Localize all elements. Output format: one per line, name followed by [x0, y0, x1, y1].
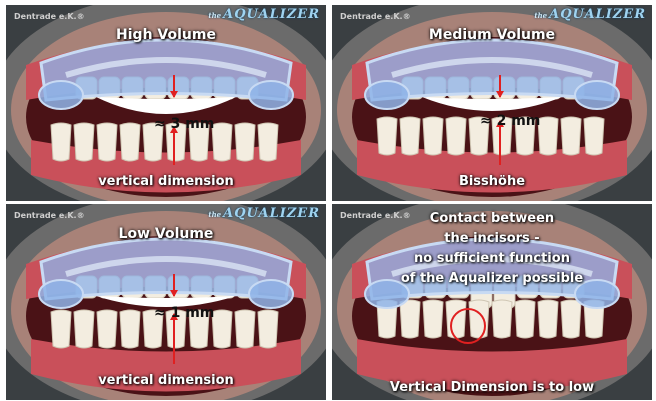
lower-tooth	[377, 117, 397, 155]
lower-tooth	[120, 310, 140, 348]
lower-tooth	[235, 123, 255, 161]
panel-title: Medium Volume	[332, 27, 652, 43]
splint-left-pad	[39, 81, 83, 109]
company-label: Dentrade e.K.®	[14, 211, 85, 220]
lower-tooth	[538, 117, 558, 155]
panel-title: Low Volume	[6, 226, 326, 242]
lower-tooth	[561, 117, 581, 155]
company-label: Dentrade e.K.®	[340, 12, 411, 21]
lower-tooth	[212, 123, 232, 161]
lower-tooth	[515, 300, 535, 338]
lower-tooth	[74, 123, 94, 161]
panel-incisor-contact: Dentrade e.K.® Contact between the incis…	[332, 204, 652, 400]
note-line: no sufficient function	[332, 249, 652, 269]
dimension-label: vertical dimension	[6, 373, 326, 388]
splint-left-pad	[39, 280, 83, 308]
lower-tooth	[97, 123, 117, 161]
lower-tooth	[258, 123, 278, 161]
splint-right-pad	[575, 81, 619, 109]
lower-tooth	[120, 123, 140, 161]
lower-tooth	[51, 310, 71, 348]
lower-tooth	[492, 300, 512, 338]
lower-tooth	[74, 310, 94, 348]
lower-tooth	[446, 300, 466, 338]
dimension-label: vertical dimension	[6, 174, 326, 189]
measurement-label: ≈ 1 mm	[154, 305, 214, 321]
lower-tooth	[584, 117, 604, 155]
splint-left-pad	[365, 81, 409, 109]
lower-tooth	[446, 117, 466, 155]
note-line: the incisors -	[332, 229, 652, 249]
dimension-label: Bisshöhe	[332, 174, 652, 189]
note-line: Contact between	[332, 209, 652, 229]
lower-tooth	[423, 117, 443, 155]
measurement-label: ≈ 3 mm	[154, 116, 214, 132]
company-label: Dentrade e.K.®	[14, 12, 85, 21]
panel-title: High Volume	[6, 27, 326, 43]
note-line: of the Aqualizer possible	[332, 269, 652, 289]
lower-tooth	[561, 300, 581, 338]
lower-tooth	[97, 310, 117, 348]
lower-tooth	[258, 310, 278, 348]
lower-tooth	[469, 300, 489, 338]
footer-warning: Vertical Dimension is to low	[332, 380, 652, 395]
lower-tooth	[423, 300, 443, 338]
lower-tooth	[538, 300, 558, 338]
splint-right-pad	[249, 280, 293, 308]
lower-tooth	[235, 310, 255, 348]
lower-tooth	[400, 117, 420, 155]
splint-right-pad	[249, 81, 293, 109]
lower-tooth	[400, 300, 420, 338]
lower-tooth	[51, 123, 71, 161]
warning-note: Contact between the incisors - no suffic…	[332, 209, 652, 289]
measurement-label: ≈ 2 mm	[480, 113, 540, 129]
lower-tooth	[212, 310, 232, 348]
